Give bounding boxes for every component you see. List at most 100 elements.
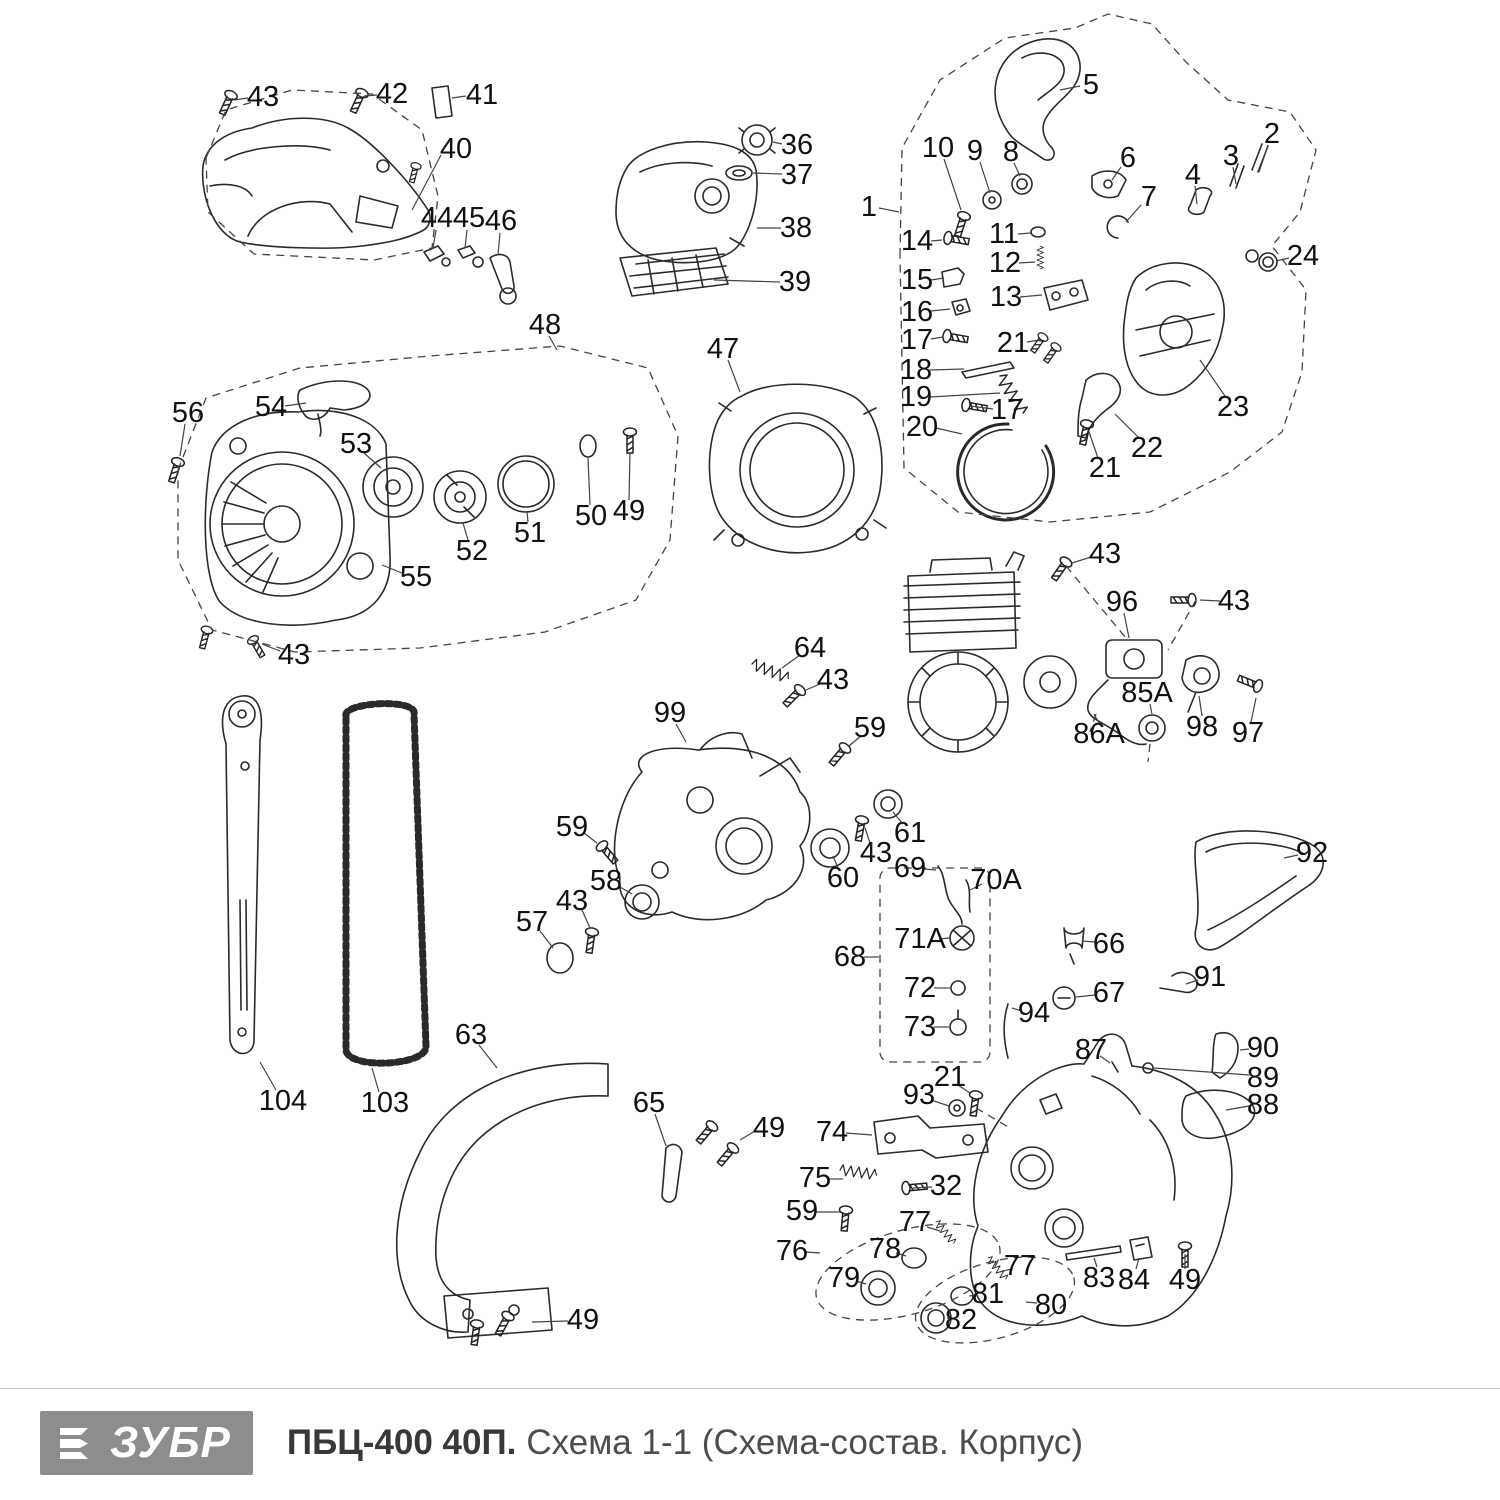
leader-line bbox=[587, 457, 591, 506]
leader-line bbox=[1194, 185, 1198, 205]
part-label: 99 bbox=[654, 697, 686, 729]
part-label: 18 bbox=[900, 354, 932, 386]
leader-line bbox=[946, 1317, 951, 1320]
leader-line bbox=[1135, 1257, 1140, 1270]
part-top-cover bbox=[201, 117, 431, 249]
part-label: 83 bbox=[1083, 1262, 1115, 1294]
leader-line bbox=[411, 154, 442, 211]
part-label: 52 bbox=[456, 535, 488, 567]
part-label: 3 bbox=[1223, 140, 1239, 172]
leader-line bbox=[581, 909, 591, 929]
leader-line bbox=[930, 336, 944, 340]
leader-line bbox=[727, 359, 741, 393]
part-label: 4 bbox=[1185, 159, 1201, 191]
leader-line bbox=[1198, 695, 1203, 717]
part-label: 12 bbox=[989, 247, 1021, 279]
part-label: 15 bbox=[901, 264, 933, 296]
leader-line bbox=[179, 423, 186, 457]
leader-line bbox=[526, 511, 529, 523]
footer-title: ПБЦ-400 40П.Схема 1-1 (Схема-состав. Кор… bbox=[287, 1423, 1083, 1463]
leader-line bbox=[462, 522, 469, 541]
part-air-filter-cover bbox=[615, 124, 776, 297]
part-label: 49 bbox=[613, 495, 645, 527]
leader-line bbox=[957, 1084, 971, 1094]
part-label: 36 bbox=[781, 129, 813, 161]
leader-line bbox=[464, 229, 468, 249]
part-label: 6 bbox=[1120, 142, 1136, 174]
part-label: 21 bbox=[997, 327, 1029, 359]
leader-line bbox=[713, 279, 781, 283]
zubr-logo-icon bbox=[60, 1428, 88, 1459]
part-label: 43 bbox=[817, 664, 849, 696]
part-label: 47 bbox=[707, 333, 739, 365]
leader-line bbox=[845, 1132, 873, 1136]
part-carburetor-group bbox=[1086, 639, 1265, 746]
leader-line bbox=[968, 1294, 978, 1297]
leader-line bbox=[531, 1320, 569, 1323]
part-label: 59 bbox=[854, 712, 886, 744]
leader-line bbox=[969, 883, 983, 891]
part-label: 7 bbox=[1141, 181, 1157, 213]
part-label: 56 bbox=[172, 397, 204, 429]
leader-line bbox=[381, 564, 403, 574]
leader-line bbox=[233, 97, 249, 101]
part-label: 96 bbox=[1106, 586, 1138, 618]
leader-line bbox=[363, 94, 378, 97]
part-92-chain-guard bbox=[1194, 830, 1324, 951]
leader-line bbox=[1019, 294, 1043, 298]
leader-line bbox=[1185, 979, 1199, 985]
part-label: 88 bbox=[1247, 1089, 1279, 1121]
leader-line bbox=[1018, 261, 1036, 264]
leader-line bbox=[619, 886, 633, 895]
part-label: 49 bbox=[753, 1112, 785, 1144]
part-label: 40 bbox=[440, 133, 472, 165]
leader-line bbox=[1071, 556, 1092, 564]
part-label: 65 bbox=[633, 1087, 665, 1119]
part-label: 58 bbox=[590, 865, 622, 897]
part-label: 97 bbox=[1232, 717, 1264, 749]
group-boundaries bbox=[177, 13, 1317, 1344]
leader-line bbox=[539, 930, 554, 949]
part-label: 37 bbox=[781, 159, 813, 191]
part-label: 77 bbox=[1004, 1250, 1036, 1282]
leader-line bbox=[1153, 1067, 1250, 1076]
leader-line bbox=[805, 1251, 821, 1254]
part-label: 8 bbox=[1003, 136, 1019, 168]
leader-line bbox=[805, 683, 821, 691]
part-label: 89 bbox=[1247, 1062, 1279, 1094]
leader-line bbox=[999, 1268, 1012, 1273]
leader-line bbox=[259, 1061, 277, 1091]
leader-line bbox=[929, 392, 1001, 398]
leader-line bbox=[912, 1186, 933, 1189]
leader-line bbox=[781, 654, 801, 669]
part-44-45-46 bbox=[423, 245, 517, 305]
part-label: 50 bbox=[575, 500, 607, 532]
part-label: 38 bbox=[780, 212, 812, 244]
leader-line bbox=[1225, 1105, 1250, 1111]
part-label: 24 bbox=[1287, 240, 1319, 272]
part-label: 76 bbox=[776, 1235, 808, 1267]
leader-line bbox=[772, 141, 783, 145]
part-label: 32 bbox=[930, 1170, 962, 1202]
leader-line bbox=[1232, 166, 1237, 185]
part-label: 91 bbox=[1194, 961, 1226, 993]
part-label: 53 bbox=[340, 428, 372, 460]
part-label: 9 bbox=[967, 135, 983, 167]
part-label: 59 bbox=[786, 1195, 818, 1227]
part-63-front-handle bbox=[395, 1062, 609, 1339]
part-label: 72 bbox=[904, 972, 936, 1004]
leader-line bbox=[432, 229, 437, 249]
leader-line bbox=[1199, 599, 1221, 602]
part-label: 104 bbox=[259, 1085, 307, 1117]
part-label: 87 bbox=[1075, 1034, 1107, 1066]
part-label: 93 bbox=[903, 1079, 935, 1111]
leader-line bbox=[654, 1113, 667, 1147]
leader-line bbox=[628, 451, 631, 501]
part-label: 21 bbox=[934, 1061, 966, 1093]
leader-line bbox=[261, 643, 281, 652]
leader-line bbox=[1026, 339, 1041, 343]
part-label: 67 bbox=[1093, 977, 1125, 1009]
part-label: 85A bbox=[1121, 677, 1173, 709]
part-label: 14 bbox=[901, 225, 933, 257]
